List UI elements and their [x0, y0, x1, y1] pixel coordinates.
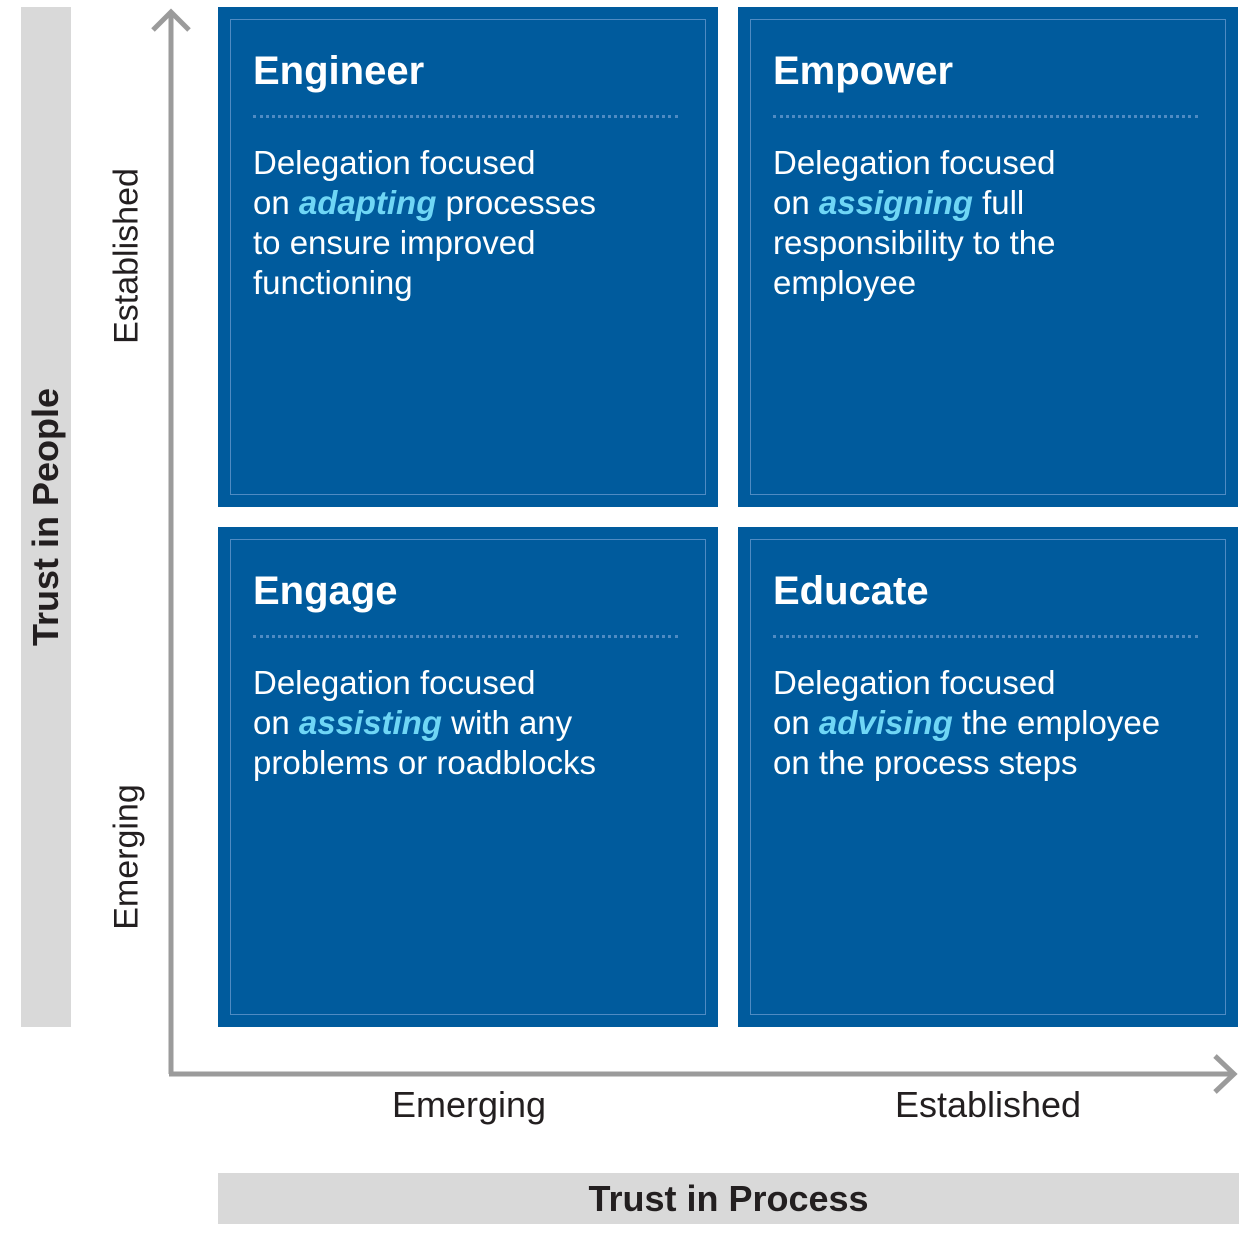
dotted-divider: [773, 635, 1198, 638]
x-axis-line: [169, 1054, 1238, 1094]
quadrant-keyword: assisting: [298, 704, 442, 741]
quadrant-inner-border: [750, 539, 1226, 1015]
quadrant-title: Engage: [253, 569, 398, 613]
quadrant-title: Engineer: [253, 49, 425, 93]
dotted-divider: [773, 115, 1198, 118]
quadrant-keyword: advising: [818, 704, 953, 741]
y-axis-line: [151, 8, 191, 1074]
quadrant-inner-border: [750, 19, 1226, 495]
dotted-divider: [253, 635, 678, 638]
y-axis-band: [21, 7, 71, 1027]
quadrant-inner-border: [230, 19, 706, 495]
quadrant-title: Empower: [773, 49, 954, 93]
x-axis-title: Trust in Process: [588, 1177, 869, 1219]
quadrant-keyword: adapting: [298, 184, 437, 221]
quadrant-inner-border: [230, 539, 706, 1015]
x-axis-band: Trust in Process: [218, 1173, 1239, 1224]
quadrant-keyword: assigning: [818, 184, 973, 221]
x-axis-high-label: Established: [894, 1084, 1082, 1125]
dotted-divider: [253, 115, 678, 118]
x-axis-low-label: Emerging: [391, 1084, 547, 1125]
quadrant-title: Educate: [773, 569, 929, 613]
